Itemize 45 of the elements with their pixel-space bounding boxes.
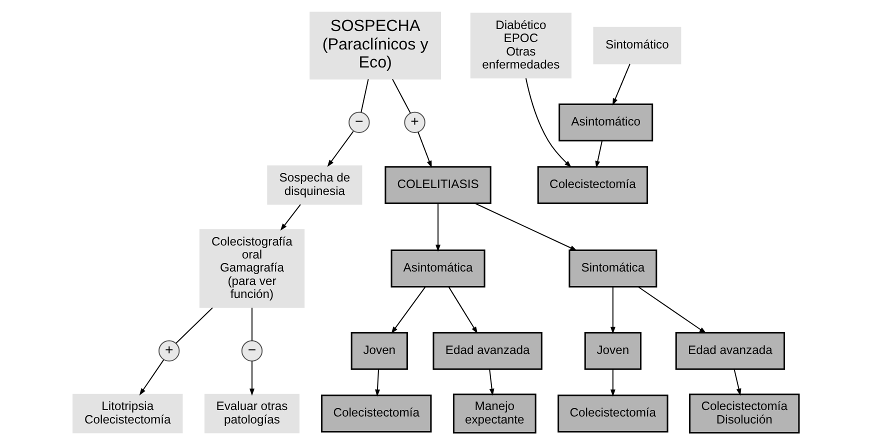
node-box: Manejo expectante [452,394,536,434]
node-box: SOSPECHA (Paraclínicos y Eco) [310,12,442,80]
node-circle: − [241,340,263,362]
node-box: Colecistectomía [321,394,432,433]
node-box: Asintomático [558,103,654,142]
node-box: Edad avanzada [432,332,542,370]
arrow [612,64,630,106]
node-circle: + [158,340,180,362]
arrow [610,286,616,334]
node-circle: − [348,112,370,134]
arrow [525,78,572,168]
node-circle: + [404,112,426,134]
node-box: Litotripsia Colecistectomía [72,394,183,434]
arrow [734,369,742,396]
arrow [280,204,301,231]
connector [392,78,411,114]
arrow [250,361,254,396]
node-box: COLELITIASIS [384,166,492,204]
node-box: Sospecha de disquinesia [267,165,362,205]
node-box: Diabético EPOC Otras enfermedades [470,12,572,78]
arrow [489,369,494,396]
node-box: Colecistectomía [558,394,668,433]
node-box: Evaluar otras patologías [204,394,300,434]
node-box: Colecistografía oral Gamagrafía (para ver función) [199,229,305,308]
arrow [474,202,578,251]
node-box: Colecistectomía [537,166,648,204]
arrow [638,286,706,334]
arrow [375,369,380,397]
node-box: Joven [350,332,408,370]
arrow [610,369,616,397]
node-box: Colecistectomía Disolución [689,394,800,434]
connector [176,307,213,344]
arrow [418,132,432,168]
node-box: Sintomático [593,26,682,64]
node-box: Sintomática [568,250,658,288]
arrow [595,140,603,168]
arrow [391,286,426,334]
arrow [436,203,440,252]
node-box: Asintomática [390,250,486,288]
arrow [448,286,478,334]
node-box: Edad avanzada [675,332,786,370]
node-box: Joven [584,332,642,370]
arrow [139,360,164,396]
connector [360,79,369,113]
arrow [327,131,354,167]
